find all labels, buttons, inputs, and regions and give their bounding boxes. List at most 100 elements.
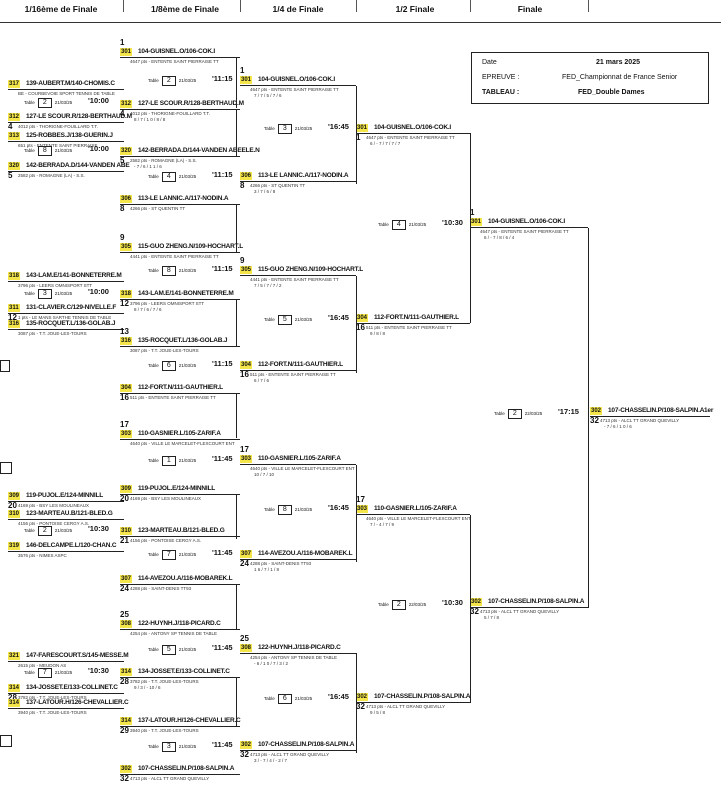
bracket-line [470, 607, 588, 608]
bracket-line [356, 276, 357, 373]
entry-number: 21 [120, 536, 129, 545]
bracket-line [120, 393, 240, 394]
table-number-box: 2 [507, 409, 522, 419]
entry-number: 32 [120, 774, 129, 783]
pair-name: 146-DELCAMPE.L/120-CHAN.C [26, 542, 117, 549]
entry-number: 12 [8, 313, 17, 322]
bracket-line [8, 519, 124, 520]
entry-number: 24 [120, 584, 129, 593]
match-score: 8 / 7 / 6 / 7 / 6 [134, 307, 162, 312]
match-date: 21/03/25 [178, 744, 197, 750]
match-winner-number: 17 [356, 495, 365, 504]
match-score: 9 / 8 / 8 [370, 331, 386, 336]
empty-slot-box [0, 462, 12, 474]
pair-club: 4266 pts - ST QUENTIN TT [130, 206, 186, 211]
bracket-line [8, 661, 124, 662]
match-winner-number: 1 [470, 208, 475, 217]
seed-badge: 317 [8, 80, 21, 88]
seed-badge: 301 [240, 76, 253, 84]
table-number-box: 3 [277, 124, 292, 134]
bracket-line [8, 141, 124, 142]
match-winner-number: 5 [120, 156, 125, 165]
pair-club: 4713 pts - ALCL TT GRAND QUEVILLY [250, 752, 330, 757]
bracket-line [236, 393, 237, 438]
bracket-line [240, 750, 356, 751]
seed-badge: 309 [120, 485, 133, 493]
match-score: 5 / 7 / 8 [484, 615, 500, 620]
seed-badge: 320 [8, 162, 21, 170]
table-label: Table [264, 507, 275, 513]
match-score: 1 6 / 7 / 1 / 8 [254, 567, 280, 572]
bracket-line [470, 515, 471, 703]
pair-club: 4640 pts - VILLE LE MARCELET-FLEXCOURT E… [366, 516, 471, 521]
pair-club: 3087 pts - T.T. JOUE-LES-TOURS [18, 331, 87, 336]
seed-badge: 313 [8, 132, 21, 140]
pair-name: 147-FARESCOURT.S/145-MESSE.M [26, 652, 129, 659]
pair-club: 4640 pts - VILLE LE MARCELET-FLEXCOURT E… [250, 466, 355, 471]
match-time: '10:30 [88, 666, 109, 675]
entry-number: 1 [120, 38, 125, 47]
pair-club: 3940 pts - T.T. JOUE-LES-TOURS [18, 710, 87, 715]
pair-name: 104-GUISNEL.O/106-COK.I [138, 48, 216, 55]
match-score: 3 / 7 / 6 / 8 [254, 189, 276, 194]
match-score: 10 / 7 / 10 [254, 472, 275, 477]
seed-badge: 314 [8, 699, 21, 707]
match-winner-number: 32 [590, 416, 599, 425]
pair-club: 4441 pts - ENTENTE SAINT PIERRAISE TT [250, 277, 339, 282]
entry-number: 13 [120, 327, 129, 336]
pair-club: 3782 pts - T.T. JOUE-LES-TOURS [18, 695, 87, 700]
pair-name: 119-PUJOL.E/124-MINNILL [138, 485, 216, 492]
pair-name: 143-LAM.E/141-BONNETERRE.M [26, 272, 122, 279]
date-label: Date [482, 59, 497, 66]
pair-club: 4713 pts - ALCL TT GRAND QUEVILLY [600, 418, 680, 423]
entry-number: 9 [120, 233, 125, 242]
entry-number: 29 [120, 726, 129, 735]
tableau-value: FED_Double Dames [578, 89, 645, 96]
seed-badge: 307 [240, 550, 253, 558]
match-date: 21/03/25 [178, 552, 197, 558]
pair-club: 2615 pts - MEUDON AS [18, 663, 67, 668]
table-number-box: 1 [161, 456, 176, 466]
match-date: 22/03/25 [408, 602, 427, 608]
bracket-line [236, 109, 237, 157]
seed-badge: 310 [120, 527, 133, 535]
table-number-box: 3 [37, 289, 52, 299]
bracket-line [120, 584, 240, 585]
pair-name: 122-HUYNH.J/118-PICARD.C [138, 620, 221, 627]
bracket-line [240, 275, 356, 276]
bracket-line [120, 346, 240, 347]
bracket-line [236, 677, 237, 727]
table-number-box: 4 [391, 220, 406, 230]
match-winner-number: 1 [356, 133, 361, 142]
seed-badge: 301 [470, 218, 483, 226]
match-time: '16:45 [328, 122, 349, 131]
table-label: Table [494, 411, 505, 417]
match-date: 22/03/25 [524, 411, 543, 417]
pair-club: 3796 pts - LEERS OMNISPORT STT [130, 301, 205, 306]
pair-club: 4647 pts - ENTENTE SAINT PIERRAISE TT [130, 59, 219, 64]
match-winner-number: 4 [120, 109, 125, 118]
table-number-box: 2 [161, 76, 176, 86]
seed-badge: 308 [240, 644, 253, 652]
table-number-box: 5 [161, 645, 176, 655]
pair-name: 107-CHASSELIN.P/108-SALPIN.A [374, 693, 471, 700]
seed-badge: 302 [356, 693, 369, 701]
pair-club: 3782 pts - T.T. JOUE-LES-TOURS [130, 679, 199, 684]
match-winner-number: 20 [120, 494, 129, 503]
pair-name: 137-LATOUR.H/126-CHEVALLIER.C [138, 717, 241, 724]
first-place-label: 1er [704, 407, 714, 414]
match-time: '10:00 [88, 144, 109, 153]
seed-badge: 302 [590, 407, 603, 415]
table-label: Table [24, 148, 35, 154]
entry-number: 16 [120, 393, 129, 402]
seed-badge: 305 [240, 266, 253, 274]
round-4-label: 1/4 de Finale [272, 4, 324, 14]
